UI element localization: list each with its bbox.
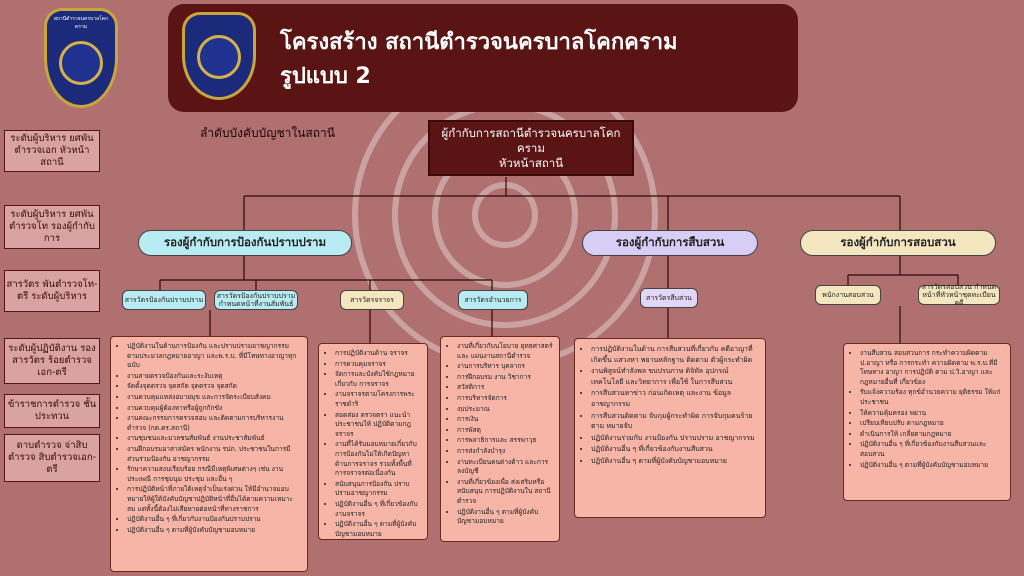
deputy-inquiry: รองผู้กำกับการสอบสวน bbox=[800, 230, 996, 256]
duties-investigation: การปฏิบัติงานในด้าน การสืบสวนที่เกี่ยวกั… bbox=[574, 338, 766, 518]
duty-item: สอดส่อง ตรวจตรา แนะนำ ประชาชนให้ ปฏิบัติ… bbox=[335, 411, 421, 440]
page-title: โครงสร้าง สถานีตำรวจนครบาลโคกคราม bbox=[280, 30, 678, 55]
duty-item: การปฏิบัติงานในด้าน การสืบสวนที่เกี่ยวกั… bbox=[591, 344, 759, 365]
level-deputy: ระดับผู้บริหาร ยศพันตำรวจโท รองผู้กำกับก… bbox=[4, 205, 100, 249]
duty-item: งานที่เกี่ยวข้องเพื่อ ส่งเสริมหรือ สนับส… bbox=[457, 478, 553, 507]
duty-item: การบริหารจัดการ bbox=[457, 394, 553, 404]
duty-item: ปฏิบัติงานอื่น ๆ ที่เกี่ยวข้องกับงานสืบส… bbox=[591, 444, 759, 455]
level-sergeant: ดาบตำรวจ จ่าสิบตำรวจ สิบตำรวจเอก-ตรี bbox=[4, 434, 100, 482]
police-badge-logo: สถานีตำรวจนครบาลโคกคราม bbox=[44, 8, 118, 108]
duty-item: งานทะเบียนคนต่างด้าว และการ ลงบัญชี bbox=[457, 458, 553, 477]
duty-item: ปฏิบัติงานร่วมกับ งานป้องกัน ปราบปราม อา… bbox=[591, 433, 759, 444]
duty-item: ปฏิบัติงานในด้านการป้องกัน และปราบปรามอา… bbox=[127, 342, 301, 371]
duty-item: จัดตั้งจุดตรวจ จุดสกัด จุดตรวจ จุดสกัด bbox=[127, 382, 301, 392]
level-inspector: สารวัตร พันตำรวจโท-ตรี ระดับผู้บริหาร bbox=[4, 270, 100, 312]
subunit-prevention: สารวัตรป้องกันปราบปราม bbox=[122, 290, 206, 310]
duty-item: งานควบคุมแหล่งอบายมุข และการจัดระเบียบสั… bbox=[127, 393, 301, 403]
duties-traffic: การปฏิบัติงานด้าน จราจรการควบคุมจราจรจัด… bbox=[318, 343, 428, 540]
subunit-inquiry-inspector: สารวัตรสอบสวน กำหนดหน้าที่หัวหน้าชุดทะเบ… bbox=[918, 283, 1000, 307]
duty-item: การฝึกอบรม งาน วิชาการ bbox=[457, 373, 553, 383]
duty-item: ปฏิบัติงานอื่น ๆ ตามที่ผู้บังคับบัญชามอบ… bbox=[127, 526, 301, 536]
chief-box: ผู้กำกับการสถานีตำรวจนครบาลโคกคราม หัวหน… bbox=[428, 120, 634, 176]
duty-item: การปฏิบัติงานด้าน จราจร bbox=[335, 349, 421, 359]
duty-item: การพัสดุ bbox=[457, 426, 553, 436]
duty-item: จัดการและบังคับใช้กฎหมายเกี่ยวกับ การจรา… bbox=[335, 370, 421, 389]
duty-item: ปฏิบัติงานอื่น ๆ ตามที่ผู้บังคับบัญชามอบ… bbox=[860, 461, 1004, 471]
duties-admin: งานที่เกี่ยวกับนโยบาย ยุทธศาสตร์ และ แผน… bbox=[440, 336, 560, 542]
duty-item: งานที่ได้รับมอบหมายเกี่ยวกับการป้องกันไม… bbox=[335, 440, 421, 478]
duties-prevention: ปฏิบัติงานในด้านการป้องกัน และปราบปรามอา… bbox=[110, 336, 308, 572]
subunit-inquiry-officer: พนักงานสอบสวน bbox=[815, 285, 881, 305]
duty-item: สวัสดิการ bbox=[457, 383, 553, 393]
police-badge-logo-small bbox=[182, 12, 256, 100]
duty-item: งานควบคุมผู้ต้องหาหรือผู้ถูกกักขัง bbox=[127, 404, 301, 414]
duty-item: รับแจ้งความร้อง ทุกข์อำนวยความ ยุติธรรม … bbox=[860, 388, 1004, 407]
duty-item: ปฏิบัติงานอื่น ๆ ตามที่ผู้บังคับบัญชามอบ… bbox=[335, 520, 421, 539]
duty-item: การควบคุมจราจร bbox=[335, 360, 421, 370]
duty-item: งานการบริหาร บุคลากร bbox=[457, 362, 553, 372]
duties-inquiry: งานสืบสวน สอบสวนการ กระทำความผิดตาม ป.อา… bbox=[843, 343, 1011, 501]
badge-emblem-small bbox=[197, 35, 241, 79]
duty-item: ปฏิบัติงานอื่น ๆ ตามที่ผู้บังคับบัญชามอบ… bbox=[591, 456, 759, 467]
duty-item: ปฏิบัติงานอื่น ๆ ที่เกี่ยวข้องกับงานสืบส… bbox=[860, 440, 1004, 459]
duty-item: ปฏิบัติงานอื่น ๆ ที่เกี่ยวข้องกับงานจราจ… bbox=[335, 500, 421, 519]
badge-text: สถานีตำรวจนครบาลโคกคราม bbox=[53, 16, 109, 30]
subunit-traffic: สารวัตรจราจร bbox=[340, 290, 404, 310]
command-label: ลำดับบังคับบัญชาในสถานี bbox=[200, 126, 335, 140]
duty-item: รักษาความสงบเรียบร้อย กรณีมีเหตุพิเศษต่า… bbox=[127, 465, 301, 484]
level-operational: ระดับผู้ปฏิบัติงาน รองสารวัตร ร้อยตำรวจเ… bbox=[4, 338, 100, 384]
duty-item: งานฝึกอบรมอาสาสมัคร พนักงาน รปภ. ประชาชน… bbox=[127, 445, 301, 464]
header-banner: โครงสร้าง สถานีตำรวจนครบาลโคกคราม รูปแบบ… bbox=[168, 4, 798, 112]
duty-item: งานพิสูจน์ทำลังพล ขบปรบภาษ ดิจิทัล อุปกร… bbox=[591, 366, 759, 387]
duty-item: การเงิน bbox=[457, 415, 553, 425]
duty-item: งานชุมชนและมวลชนสัมพันธ์ งานประชาสัมพันธ… bbox=[127, 434, 301, 444]
level-noncommissioned: ข้าราชการตำรวจ ชั้นประทวน bbox=[4, 394, 100, 428]
badge-emblem bbox=[59, 41, 103, 85]
subunit-admin: สารวัตรอำนวยการ bbox=[458, 290, 528, 310]
duty-item: งานสืบสวน สอบสวนการ กระทำความผิดตาม ป.อา… bbox=[860, 349, 1004, 387]
duty-item: งานที่เกี่ยวกับนโยบาย ยุทธศาสตร์ และ แผน… bbox=[457, 342, 553, 361]
duty-item: งานจราจรตามโครงการพระราชดำริ bbox=[335, 390, 421, 409]
duty-item: ให้ความคุ้มครอง พยาน bbox=[860, 409, 1004, 419]
duty-item: การส่งกำลังบำรุง bbox=[457, 447, 553, 457]
duty-item: การสืบสวนหาข่าว ก่อนเกิดเหตุ และงาน ข้อม… bbox=[591, 388, 759, 409]
duty-item: งบประมาณ bbox=[457, 405, 553, 415]
deputy-investigation: รองผู้กำกับการสืบสวน bbox=[582, 230, 758, 256]
page-subtitle: รูปแบบ 2 bbox=[280, 64, 371, 89]
duty-item: การสืบสวนติดตาม จับกุมผู้กระทำผิด การจับ… bbox=[591, 411, 759, 432]
duty-item: สนับสนุนการป้องกัน ปราบปรามอาชญากรรม bbox=[335, 480, 421, 499]
subunit-investigation: สารวัตรสืบสวน bbox=[640, 288, 698, 308]
chief-title: ผู้กำกับการสถานีตำรวจนครบาลโคกคราม bbox=[441, 125, 621, 155]
chief-role: หัวหน้าสถานี bbox=[498, 155, 564, 170]
deputy-prevention: รองผู้กำกับการป้องกันปราบปราม bbox=[138, 230, 352, 256]
duty-item: งานสายตรวจป้องกันและระงับเหตุ bbox=[127, 372, 301, 382]
duty-item: การปฏิบัติหน้าที่ภายใต้เหตุจำเป็นเร่งด่ว… bbox=[127, 485, 301, 514]
duty-item: ปฏิบัติงานอื่น ๆ ที่เกี่ยวกับงานป้องกันป… bbox=[127, 515, 301, 525]
level-chief: ระดับผู้บริหาร ยศพันตำรวจเอก หัวหน้าสถาน… bbox=[4, 130, 100, 172]
subunit-prevention-relations: สารวัตรป้องกันปราบปราม กำหนดหน้าที่งานสั… bbox=[214, 290, 298, 310]
duty-item: งานคณะกรรมการตรวจสอบ และติดตามการบริหารง… bbox=[127, 414, 301, 433]
duty-item: เปรียบเทียบปรับ ตามกฎหมาย bbox=[860, 419, 1004, 429]
duty-item: ดำเนินการให้ เกลี่ยตามกฎหมาย bbox=[860, 430, 1004, 440]
duty-item: การพลาธิการและ สรรพาวุธ bbox=[457, 436, 553, 446]
duty-item: ปฏิบัติงานอื่น ๆ ตามที่ผู้บังคับบัญชามอบ… bbox=[457, 508, 553, 527]
